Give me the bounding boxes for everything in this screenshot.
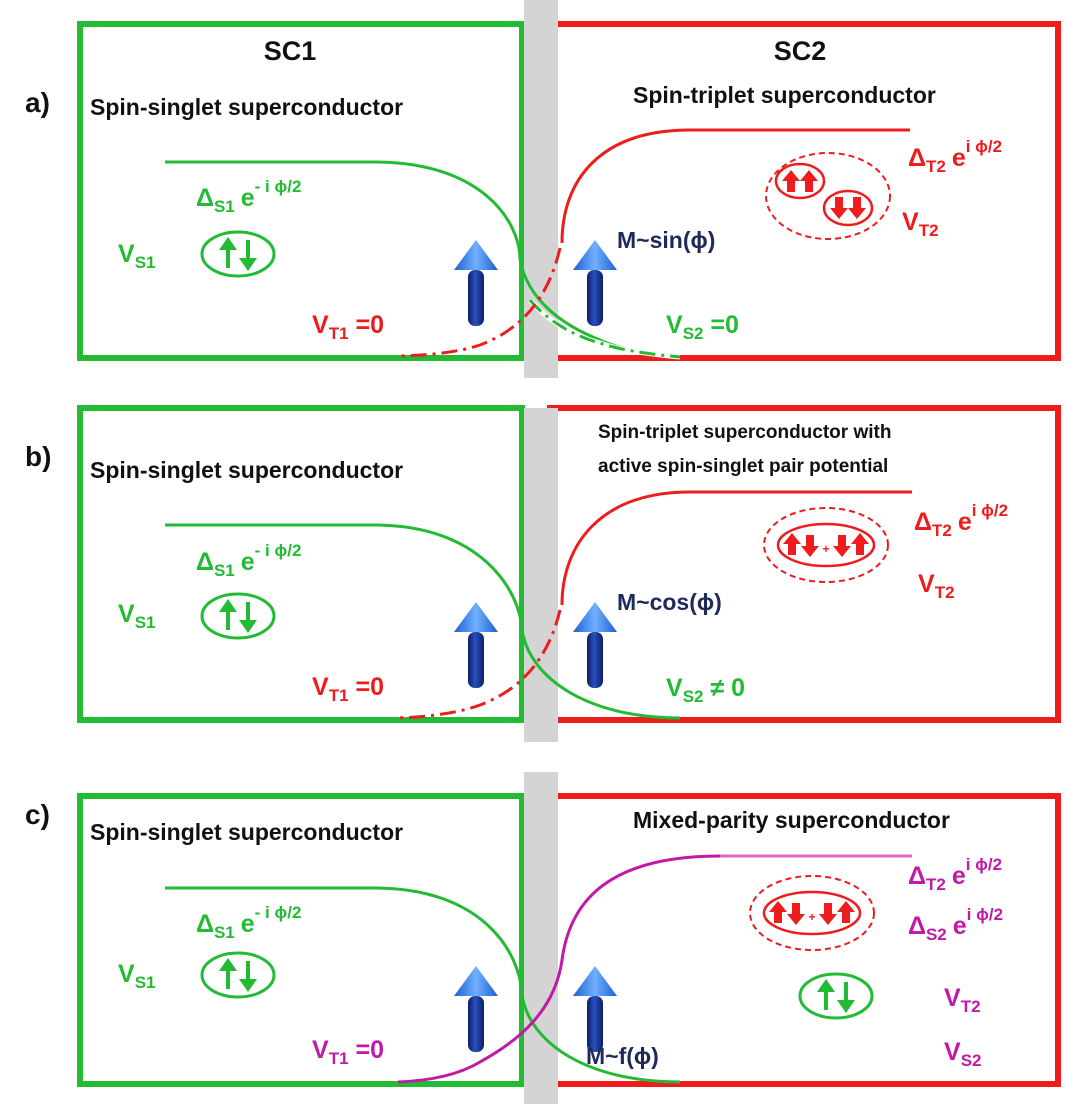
- triplet-leak-curve: [397, 609, 562, 720]
- magnetic-moment-arrow-right: [573, 966, 617, 1052]
- v-s1-label: VS1: [118, 600, 155, 632]
- panel-label: c): [25, 799, 50, 830]
- mixed-pair-icon: +: [763, 507, 889, 583]
- svg-text:+: +: [808, 910, 815, 924]
- singlet-gap-curve: [165, 886, 681, 1084]
- v-t2-label: VT2: [902, 208, 939, 240]
- sc1-box: [77, 21, 525, 361]
- panel-a: a) Spin-singlet superconductor Spin-trip…: [25, 0, 1061, 378]
- singlet-pair-icon-sc2: [798, 972, 874, 1020]
- singlet-pair-icon: [200, 951, 276, 999]
- mixed-pair-icon: +: [749, 875, 875, 951]
- triplet-leak-curve: [397, 247, 562, 358]
- moment-label: M~sin(ϕ): [617, 227, 715, 253]
- magnetic-moment-arrow-left: [454, 966, 498, 1052]
- sc2-header: SC2: [774, 36, 827, 66]
- panel-b: b) Spin-singlet superconductor Spin-trip…: [25, 405, 1061, 742]
- v-s2-label: VS2 ≠ 0: [666, 674, 745, 706]
- barrier: [524, 0, 558, 378]
- sc1-title: Spin-singlet superconductor: [90, 819, 403, 845]
- panel-c: c) Spin-singlet superconductor Mixed-par…: [25, 772, 1061, 1104]
- sc2-box: [547, 21, 1061, 361]
- sc1-title: Spin-singlet superconductor: [90, 457, 403, 483]
- triplet-gap-curve: [560, 490, 912, 606]
- barrier: [524, 408, 558, 742]
- barrier: [524, 772, 558, 1104]
- sc1-header: SC1: [264, 36, 317, 66]
- magnetic-moment-arrow-right: [573, 602, 617, 688]
- triplet-gap-curve: [560, 128, 910, 244]
- v-s2-label: VS2: [944, 1038, 981, 1070]
- panel-label: b): [25, 441, 51, 472]
- sc1-box: [77, 793, 525, 1087]
- v-s1-label: VS1: [118, 960, 155, 992]
- sc1-title: Spin-singlet superconductor: [90, 94, 403, 120]
- mixed-gap-curve: [397, 854, 721, 1084]
- sc2-title-line1: Spin-triplet superconductor with: [598, 422, 891, 443]
- v-s1-label: VS1: [118, 240, 155, 272]
- magnetic-moment-arrow-left: [454, 240, 498, 326]
- sc1-box: [77, 405, 525, 723]
- svg-text:+: +: [822, 542, 829, 556]
- moment-label: M~cos(ϕ): [617, 589, 722, 615]
- singlet-pair-icon: [200, 230, 276, 278]
- v-t1-label: VT1 =0: [312, 1036, 384, 1068]
- v-t2-label: VT2: [944, 984, 981, 1016]
- sc2-box: [547, 793, 1061, 1087]
- singlet-pair-icon: [200, 592, 276, 640]
- sc2-title: Mixed-parity superconductor: [633, 807, 950, 833]
- moment-label: M~f(ϕ): [586, 1043, 659, 1069]
- sc2-title: Spin-triplet superconductor: [633, 82, 936, 108]
- v-t1-label: VT1 =0: [312, 673, 384, 705]
- v-s2-label: VS2 =0: [666, 311, 739, 343]
- singlet-gap-curve: [165, 523, 681, 720]
- magnetic-moment-arrow-right: [573, 240, 617, 326]
- sc2-title-line2: active spin-singlet pair potential: [598, 456, 888, 477]
- v-t1-label: VT1 =0: [312, 311, 384, 343]
- panel-label: a): [25, 87, 50, 118]
- singlet-leak-curve: [528, 299, 681, 359]
- v-t2-label: VT2: [918, 570, 955, 602]
- triplet-pair-icon: [765, 152, 891, 240]
- magnetic-moment-arrow-left: [454, 602, 498, 688]
